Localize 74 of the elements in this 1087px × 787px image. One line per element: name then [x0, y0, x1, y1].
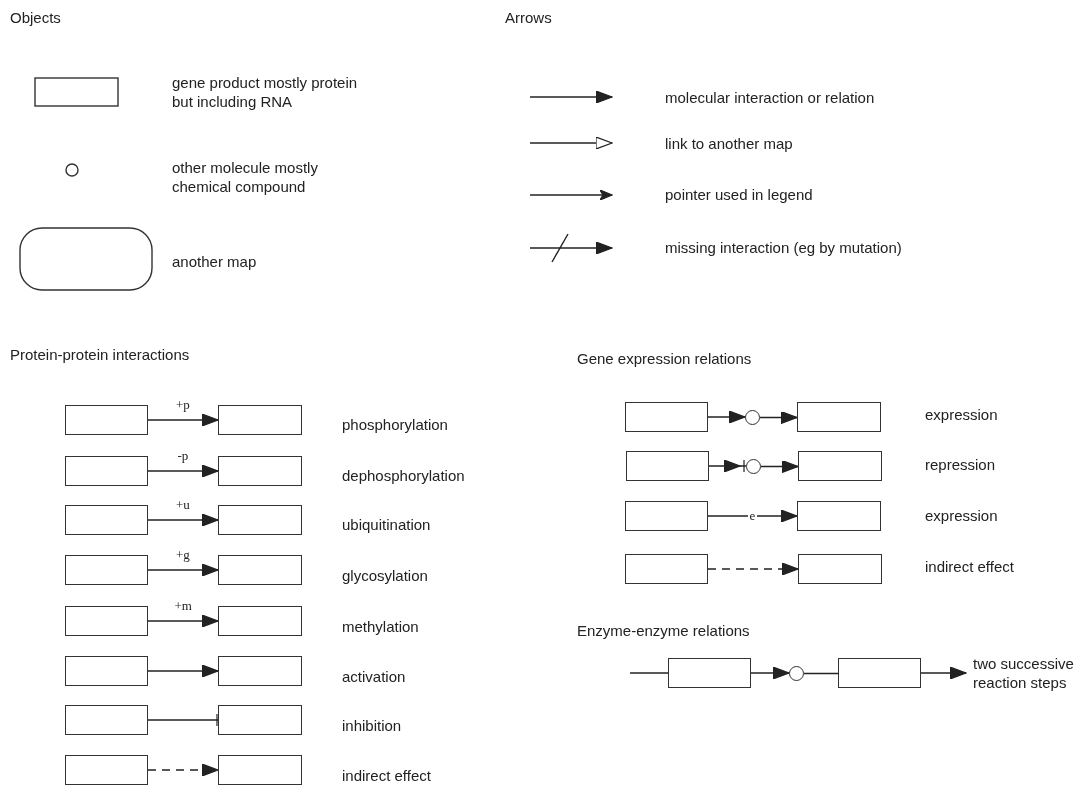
gene-product-box [625, 501, 708, 531]
arrow [707, 410, 746, 424]
arrow [707, 562, 799, 576]
legend-text: molecular interaction or relation [665, 88, 876, 107]
arrow [147, 563, 219, 577]
section-heading: Gene expression relations [577, 349, 752, 368]
gene-product-box [798, 451, 882, 481]
gene-product-box [218, 606, 302, 636]
gene-product-box [65, 555, 148, 585]
line [629, 672, 669, 674]
arrow [147, 464, 219, 478]
description-text: activation [342, 667, 406, 686]
description-text: methylation [342, 617, 419, 636]
arrow [759, 410, 798, 425]
arrow [147, 763, 219, 777]
arrow [707, 509, 798, 523]
description-text: phosphorylation [342, 415, 448, 434]
arrow [147, 664, 219, 678]
compound-circle [789, 666, 804, 681]
description-text: expression [925, 506, 998, 525]
gene-product-box [218, 555, 302, 585]
gene-product-box [798, 554, 882, 584]
arrow [920, 666, 967, 680]
gene-product-box [838, 658, 921, 688]
gene-product-box [218, 505, 302, 535]
gene-product-box [65, 505, 148, 535]
legend-text: another map [172, 252, 258, 271]
description-text: two successive reaction steps [966, 654, 1087, 694]
legend-text: pointer used in legend [665, 185, 814, 204]
gene-product-box [625, 402, 708, 432]
arrow [760, 459, 799, 474]
gene-product-box [65, 656, 148, 686]
gene-product-box [65, 405, 148, 435]
compound-circle [745, 410, 760, 425]
gene-product-box [65, 606, 148, 636]
line [803, 672, 839, 675]
description-text: glycosylation [342, 566, 428, 585]
gene-product-box [218, 656, 302, 686]
gene-product-box [626, 451, 709, 481]
section-heading: Arrows [505, 8, 552, 27]
gene-product-box [218, 456, 302, 486]
compound-circle [746, 459, 761, 474]
legend-text: other molecule mostly chemical compound [172, 158, 319, 196]
section-heading: Enzyme-enzyme relations [577, 621, 750, 640]
edge-label: +g [174, 548, 192, 562]
edge-label: +m [172, 599, 194, 613]
legend-text: gene product mostly protein but including RNA [172, 73, 359, 111]
arrow [750, 666, 790, 680]
description-text: indirect effect [342, 766, 431, 785]
description-text: inhibition [342, 716, 402, 735]
gene-product-box [218, 405, 302, 435]
description-text: ubiquitination [342, 515, 431, 534]
section-heading: Protein-protein interactions [10, 345, 190, 364]
gene-product-box [65, 705, 148, 735]
legend-text: missing interaction (eg by mutation) [665, 238, 903, 257]
description-text: expression [925, 405, 998, 424]
arrow [147, 614, 219, 628]
legend-text: link to another map [665, 134, 794, 153]
description-text: repression [925, 455, 996, 474]
edge-label: +u [174, 498, 192, 512]
description-text: indirect effect [925, 557, 1014, 576]
description-text: dephosphorylation [342, 466, 465, 485]
gene-product-box [65, 456, 148, 486]
gene-product-box [218, 705, 302, 735]
gene-product-box [65, 755, 148, 785]
edge-label: +p [174, 398, 192, 412]
gene-product-box [668, 658, 751, 688]
gene-product-box [218, 755, 302, 785]
section-heading: Objects [10, 8, 61, 27]
gene-product-box [625, 554, 708, 584]
gene-product-box [797, 501, 881, 531]
arrow [147, 513, 219, 527]
arrow [147, 413, 219, 427]
gene-product-box [797, 402, 881, 432]
